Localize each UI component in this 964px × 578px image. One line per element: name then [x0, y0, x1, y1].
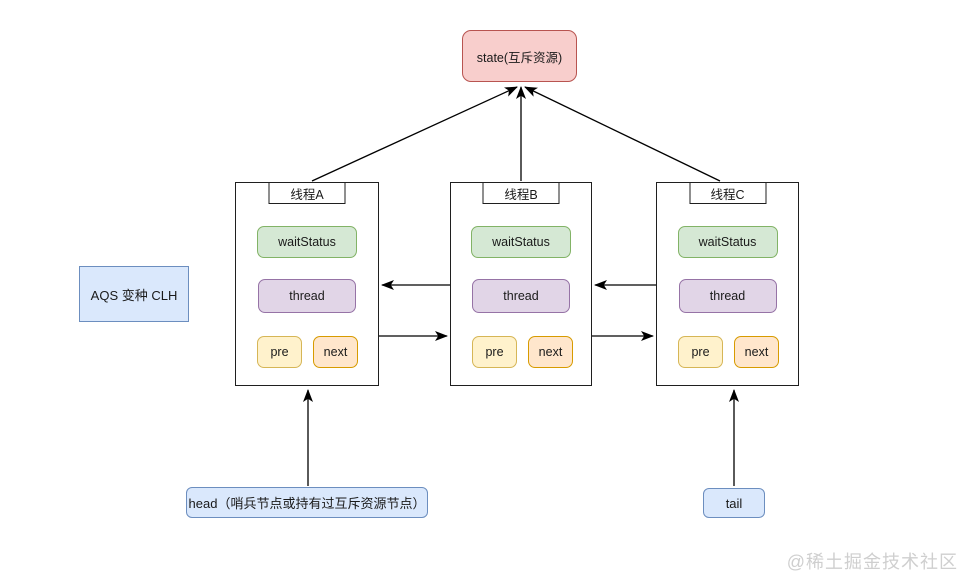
thread-c-waitstatus-field: waitStatus: [677, 226, 778, 258]
thread-c-thread-field: thread: [678, 279, 777, 313]
thread-label: thread: [709, 289, 746, 303]
watermark: @稀土掘金技术社区: [786, 552, 958, 572]
head-label: head（哨兵节点或持有过互斥资源节点）: [188, 496, 426, 511]
thread-b-pre-field: pre: [472, 336, 517, 368]
head-box: head（哨兵节点或持有过互斥资源节点）: [186, 487, 428, 518]
aqs-clh-label: AQS 变种 CLH: [90, 287, 178, 303]
thread-c-title: 线程C: [689, 182, 766, 204]
thread-label: thread: [503, 289, 539, 303]
state-box: state(互斥资源): [462, 30, 577, 82]
thread-a-waitstatus-field: waitStatus: [257, 226, 357, 258]
thread-label: thread: [289, 289, 325, 303]
thread-a-title: 线程A: [268, 182, 346, 204]
thread-b-title: 线程B: [482, 182, 560, 204]
next-label: next: [323, 345, 348, 359]
thread-c-node: 线程C waitStatus thread pre next: [656, 182, 799, 386]
next-label: next: [744, 345, 769, 359]
aqs-clh-label-box: AQS 变种 CLH: [79, 266, 189, 322]
waitstatus-label: waitStatus: [698, 235, 757, 249]
thread-c-next-field: next: [734, 336, 779, 368]
arrow-threadC-to-state: [524, 86, 721, 182]
state-label: state(互斥资源): [476, 50, 563, 65]
pre-label: pre: [485, 345, 504, 359]
next-label: next: [538, 345, 563, 359]
arrow-threadA-to-state: [311, 86, 518, 182]
thread-a-node: 线程A waitStatus thread pre next: [235, 182, 379, 386]
thread-c-pre-field: pre: [678, 336, 723, 368]
thread-b-next-field: next: [528, 336, 573, 368]
thread-a-title-label: 线程A: [290, 187, 324, 202]
thread-b-waitstatus-field: waitStatus: [471, 226, 571, 258]
thread-b-thread-field: thread: [472, 279, 570, 313]
thread-b-node: 线程B waitStatus thread pre next: [450, 182, 592, 386]
waitstatus-label: waitStatus: [492, 235, 550, 249]
thread-a-pre-field: pre: [257, 336, 302, 368]
pre-label: pre: [270, 345, 289, 359]
thread-a-next-field: next: [313, 336, 358, 368]
pre-label: pre: [691, 345, 710, 359]
waitstatus-label: waitStatus: [278, 235, 336, 249]
tail-label: tail: [725, 495, 743, 511]
tail-box: tail: [703, 488, 765, 518]
thread-b-title-label: 线程B: [504, 187, 538, 202]
thread-c-title-label: 线程C: [710, 187, 745, 202]
thread-a-thread-field: thread: [258, 279, 356, 313]
